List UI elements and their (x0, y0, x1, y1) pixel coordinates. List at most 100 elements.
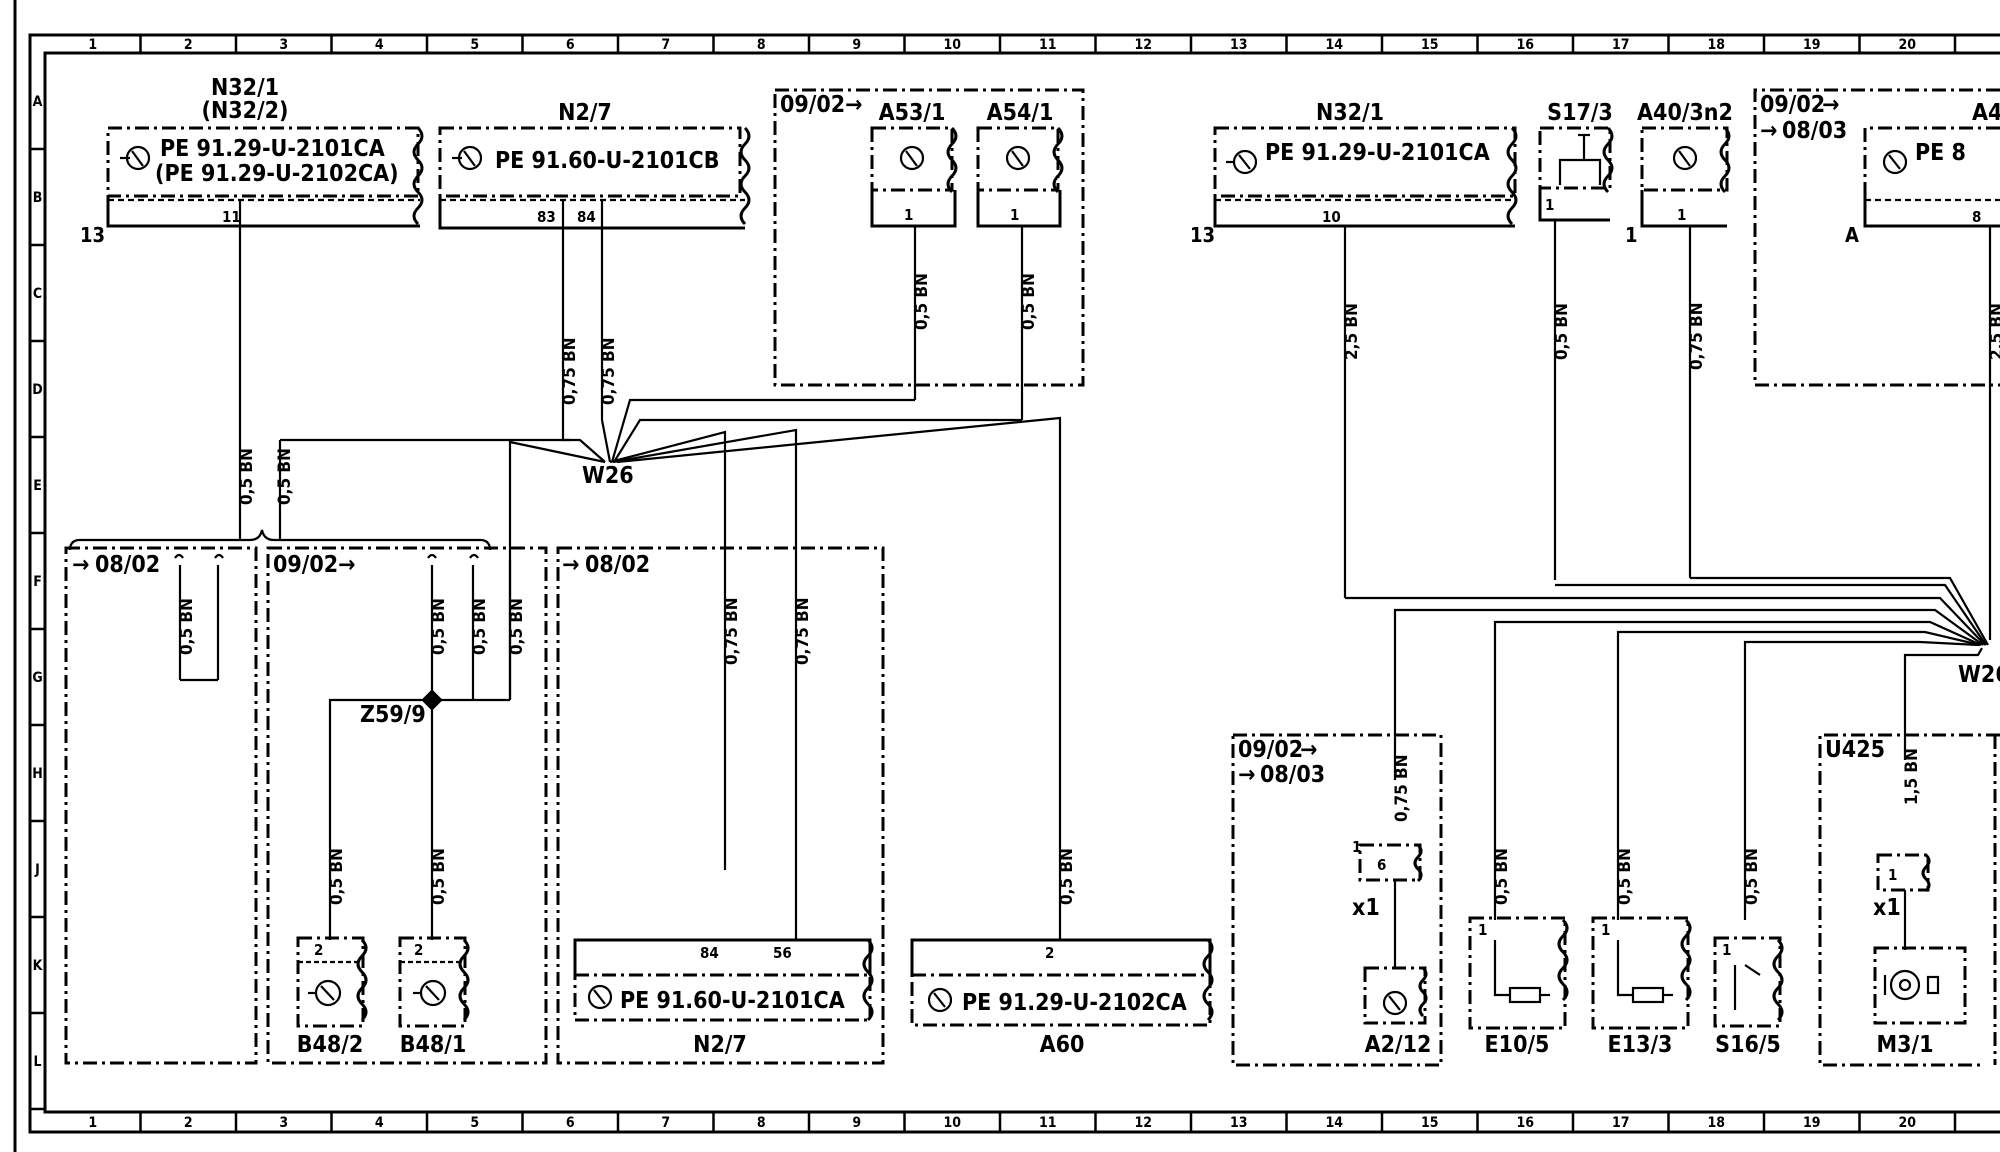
column-number: 11 (1039, 1115, 1057, 1131)
component-s16-5: 0,5 BN 1 S16/5 (1713, 848, 1784, 1058)
ground-icon (1382, 990, 1408, 1016)
column-number: 1 (88, 37, 97, 53)
component-label: N32/1 (1316, 100, 1384, 126)
column-number: 5 (470, 1115, 479, 1131)
component-alt-label: (N32/2) (202, 98, 289, 124)
column-number: 3 (279, 1115, 288, 1131)
pin-number: 8 (1972, 208, 1981, 226)
row-letter: K (33, 958, 44, 974)
column-number: 13 (1230, 1115, 1248, 1131)
wire-label: 0,75 BN (1392, 754, 1412, 822)
pin-number: 11 (222, 208, 241, 226)
component-label: N2/7 (558, 100, 612, 126)
svg-text:→: → (338, 552, 355, 578)
group-0802-left: → 08/02 0,5 BN (64, 546, 258, 1065)
component-label: S16/5 (1715, 1032, 1781, 1058)
column-number: 16 (1516, 37, 1534, 53)
component-label: N2/7 (693, 1032, 747, 1058)
pin-number: 84 (577, 208, 596, 226)
wire-label: 0,75 BN (722, 597, 742, 665)
component-a40-3n2: A40/3n2 1 1 (1625, 100, 1733, 247)
wire-label: 0,75 BN (599, 337, 619, 405)
pin-number: 1 (1545, 196, 1554, 214)
wire-label: 0,5 BN (1615, 848, 1635, 905)
column-number: 11 (1039, 37, 1057, 53)
ground-icon (927, 987, 953, 1013)
wire-label: 0,5 BN (912, 273, 932, 330)
component-b48-1: 2 B48/1 (398, 936, 470, 1058)
column-number: 20 (1898, 1115, 1916, 1131)
group-label: 09/02 (273, 552, 338, 578)
row-letter: C (33, 286, 42, 302)
column-number: 15 (1421, 37, 1439, 53)
column-number: 14 (1325, 37, 1343, 53)
column-number: 6 (566, 37, 575, 53)
wire-label: 0,75 BN (793, 597, 813, 665)
wire-label: 0,5 BN (429, 848, 449, 905)
column-number: 7 (661, 1115, 670, 1131)
pin-number: 1 (1478, 921, 1487, 939)
component-label: A53/1 (879, 100, 946, 126)
row-letter: D (32, 382, 42, 398)
column-number: 8 (757, 1115, 766, 1131)
component-n2-7-bottom: 84 56 PE 91.60-U-2101CA N2/7 (573, 938, 874, 1058)
connector-w26-left: W26 (582, 463, 634, 489)
row-letter: B (33, 190, 43, 206)
column-ruler: 1122334455667788991010111112121313141415… (88, 35, 1957, 1132)
component-label: A2/12 (1365, 1032, 1432, 1058)
wire-label: 0,75 BN (560, 337, 580, 405)
ground-icon (1672, 145, 1698, 171)
column-number: 14 (1325, 1115, 1343, 1131)
component-part-number-alt: (PE 91.29-U-2102CA) (155, 161, 399, 187)
component-m3-1: 1 x1 M3/1 (1873, 853, 1967, 1058)
group-label: 08/02 (585, 552, 650, 578)
wire-label: 2,5 BN (1342, 303, 1362, 360)
component-part-number: PE 91.29-U-2102CA (962, 990, 1187, 1016)
group-label: 09/02 (1238, 737, 1303, 763)
column-number: 7 (661, 37, 670, 53)
component-label: A54/1 (987, 100, 1054, 126)
ground-icon (452, 145, 483, 171)
svg-text:→: → (72, 552, 89, 578)
pin-number: 1 (904, 206, 913, 224)
column-number: 12 (1134, 37, 1152, 53)
reference-number: 1 (1352, 838, 1361, 856)
resistor-icon (1616, 940, 1673, 1004)
component-label: A40/3n2 (1637, 100, 1733, 126)
component-part-number: PE 91.29-U-2101CA (160, 136, 385, 162)
row-letter: E (33, 478, 42, 494)
svg-text:→: → (562, 552, 579, 578)
pin-number: 56 (773, 944, 792, 962)
reference-number: 1 (1625, 223, 1638, 247)
column-number: 13 (1230, 37, 1248, 53)
component-label: E13/3 (1608, 1032, 1673, 1058)
wire-label: 0,5 BN (1742, 848, 1762, 905)
component-label: B48/2 (297, 1032, 364, 1058)
row-letter: J (34, 862, 40, 878)
component-a54-1: A54/1 1 (976, 100, 1064, 228)
wire-label: 0,75 BN (1687, 302, 1707, 370)
pin-number: 2 (414, 941, 423, 959)
group-label: 08/02 (95, 552, 160, 578)
connector-label: x1 (1352, 895, 1380, 921)
column-number: 17 (1612, 37, 1630, 53)
column-number: 1 (88, 1115, 97, 1131)
pin-number: 84 (700, 944, 719, 962)
wire-label: 0,5 BN (327, 848, 347, 905)
row-letter: L (33, 1054, 41, 1070)
column-number: 4 (375, 1115, 384, 1131)
component-part-number: PE 91.29-U-2101CA (1265, 140, 1490, 166)
row-letter: H (32, 766, 43, 782)
column-number: 20 (1898, 37, 1916, 53)
wire-label: 0,5 BN (275, 448, 295, 505)
wire-label: 1,5 BN (1902, 748, 1922, 805)
resistor-icon (1493, 940, 1550, 1004)
column-number: 9 (852, 1115, 861, 1131)
wire-label: 0,5 BN (1552, 303, 1572, 360)
row-letter: G (32, 670, 42, 686)
pin-number: 2 (314, 941, 323, 959)
connector-w26-right: W26 (1958, 662, 2000, 688)
group-0902-right-a: 09/02 → → 08/03 (1753, 88, 2000, 387)
group-label: 09/02 (1760, 92, 1825, 118)
